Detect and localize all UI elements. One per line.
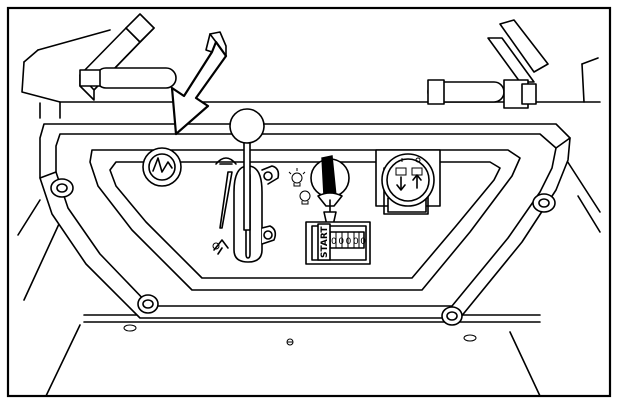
- pto-engage-icon: [395, 158, 407, 191]
- panel-bolt-left-top: [50, 178, 74, 198]
- start-key-tag: START: [317, 223, 331, 261]
- inner-panel-lip: [109, 161, 501, 279]
- choke-knob: [142, 147, 182, 187]
- start-label: START: [320, 226, 330, 258]
- panel-bolt-right-bottom: [441, 306, 463, 326]
- light-off-icon: [299, 190, 311, 205]
- throttle-slow-icon: [212, 239, 229, 255]
- left-hinge: [79, 13, 177, 101]
- hour-meter: 00000: [305, 221, 371, 265]
- panel-bolt-right-top: [532, 193, 556, 213]
- hour-meter-digits: 00000: [331, 237, 368, 247]
- pto-switch: [375, 149, 441, 215]
- light-icon: [288, 168, 306, 187]
- panel-bolt-left-bottom: [137, 294, 159, 314]
- throttle-fast-icon: [215, 157, 237, 165]
- callout-arrow-icon: [170, 31, 228, 136]
- throttle-scale-wedge: [219, 171, 233, 229]
- pto-disengage-icon: [411, 157, 423, 189]
- right-hinge: [427, 19, 549, 109]
- throttle-lever: [229, 108, 280, 263]
